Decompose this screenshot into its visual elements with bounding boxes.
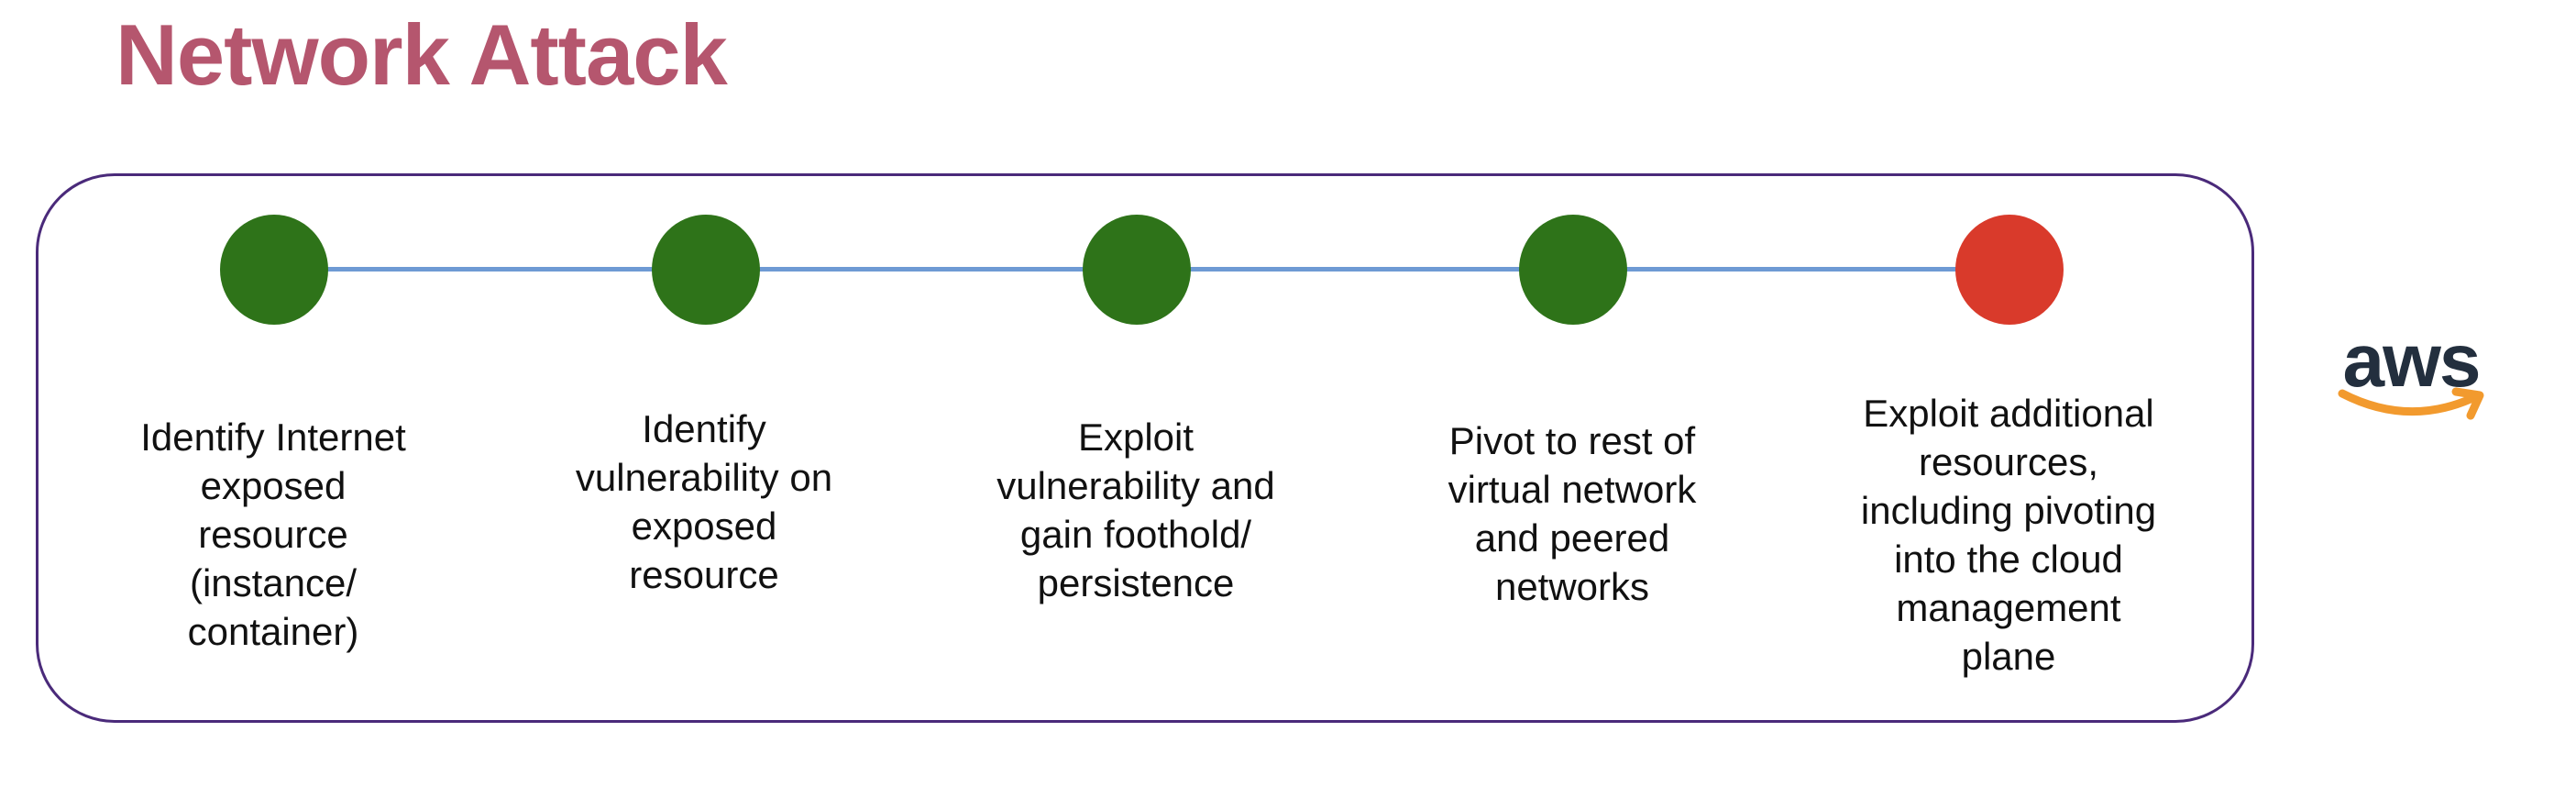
step-2-label-line: vulnerability on: [575, 456, 833, 499]
step-5-label-line: plane: [1961, 635, 2056, 678]
step-5-label-line: management: [1896, 586, 2121, 629]
step-2-label-line: Identify: [642, 407, 766, 450]
step-5-label: Exploit additional resources, including …: [1844, 389, 2174, 681]
step-2-label: Identify vulnerability on exposed resour…: [539, 405, 869, 599]
step-1-label-line: resource: [198, 513, 348, 556]
step-4-label-line: Pivot to rest of: [1448, 419, 1696, 462]
step-3-label-line: Exploit: [1077, 416, 1194, 459]
step-2-label-line: resource: [629, 553, 779, 596]
step-1-label-line: (instance/: [189, 561, 358, 604]
step-1-label-line: Identify Internet: [140, 416, 406, 459]
timeline-frame: [36, 173, 2254, 723]
page-title: Network Attack: [116, 6, 728, 103]
step-2-label-line: exposed: [631, 504, 777, 548]
step-3-label-line: gain foothold/: [1019, 513, 1252, 556]
aws-smile-arrow-icon: [2338, 387, 2484, 420]
step-4-node: [1519, 215, 1627, 325]
step-1-label: Identify Internet exposed resource (inst…: [108, 413, 438, 656]
step-5-label-line: resources,: [1918, 440, 2099, 483]
step-4-label-line: networks: [1494, 565, 1650, 608]
step-1-label-line: container): [187, 610, 359, 653]
step-5-node: [1955, 215, 2064, 325]
step-5-label-line: Exploit additional: [1863, 392, 2154, 435]
step-4-label-line: virtual network: [1448, 468, 1697, 511]
step-2-node: [652, 215, 760, 325]
step-3-label-line: persistence: [1037, 561, 1235, 604]
step-3-label: Exploit vulnerability and gain foothold/…: [971, 413, 1301, 607]
step-5-label-line: including pivoting: [1860, 489, 2157, 532]
step-4-label: Pivot to rest of virtual network and pee…: [1407, 416, 1737, 611]
step-3-node: [1083, 215, 1191, 325]
aws-logo-icon: aws: [2333, 320, 2489, 436]
step-5-label-line: into the cloud: [1894, 538, 2123, 581]
step-1-node: [220, 215, 328, 325]
step-3-label-line: vulnerability and: [996, 464, 1275, 507]
step-1-label-line: exposed: [200, 464, 347, 507]
step-4-label-line: and peered: [1474, 516, 1670, 560]
